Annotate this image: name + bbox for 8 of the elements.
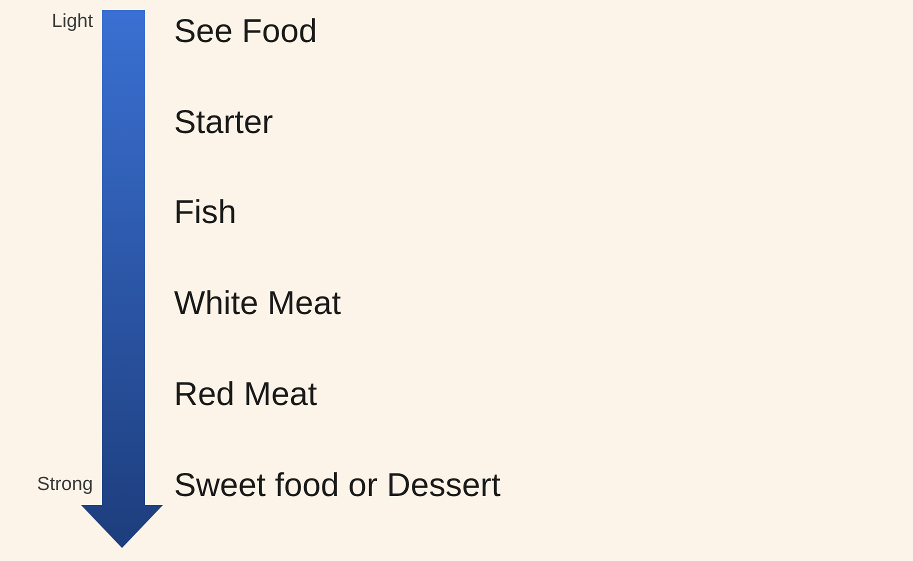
scale-label: Strong	[37, 474, 93, 496]
course-label: Red Meat	[174, 375, 318, 413]
course-label: Starter	[174, 103, 274, 141]
course-label: Fish	[174, 193, 236, 231]
course-label: White Meat	[174, 284, 341, 322]
scale-label: Light	[52, 11, 93, 33]
course-label: Sweet food or Dessert	[174, 466, 500, 504]
course-label: See Food	[174, 12, 318, 50]
